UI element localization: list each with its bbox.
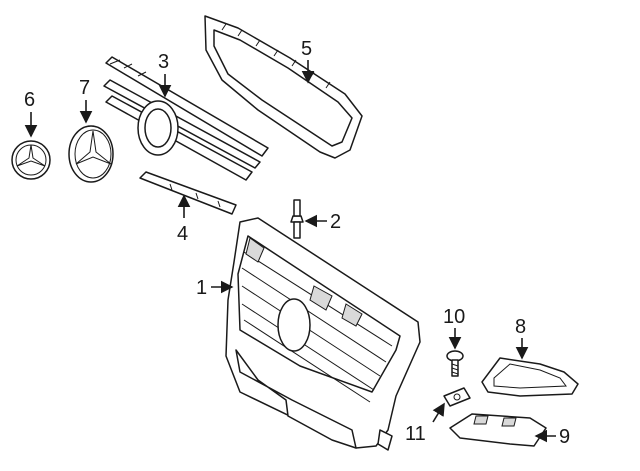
- part-6-emblem[interactable]: [11, 140, 51, 180]
- part-2-pin[interactable]: [290, 199, 304, 239]
- leader-11: [432, 402, 445, 423]
- callout-8[interactable]: 8: [515, 316, 526, 338]
- callout-5[interactable]: 5: [301, 38, 312, 60]
- callout-6[interactable]: 6: [24, 89, 35, 111]
- callout-11[interactable]: 11: [405, 423, 426, 445]
- part-8-lamp-cover[interactable]: [481, 357, 579, 397]
- callout-10[interactable]: 10: [443, 306, 465, 328]
- callout-7[interactable]: 7: [79, 77, 90, 99]
- callout-1[interactable]: 1: [196, 277, 207, 299]
- part-5-grille-frame[interactable]: [204, 15, 363, 159]
- callout-4[interactable]: 4: [177, 223, 188, 245]
- part-7-emblem[interactable]: [68, 125, 114, 183]
- callout-3[interactable]: 3: [158, 51, 169, 73]
- part-1-grille-assembly[interactable]: [225, 217, 421, 451]
- part-3-grille-bars[interactable]: [103, 56, 269, 181]
- callout-2[interactable]: 2: [330, 211, 341, 233]
- callout-9[interactable]: 9: [559, 426, 570, 448]
- part-11-bracket[interactable]: [443, 387, 471, 407]
- part-4-trim-strip[interactable]: [139, 171, 237, 215]
- part-9-lower-trim[interactable]: [449, 413, 547, 447]
- part-10-screw[interactable]: [446, 350, 464, 377]
